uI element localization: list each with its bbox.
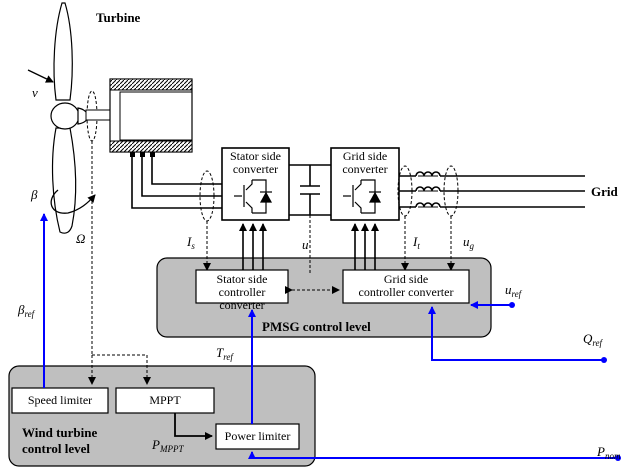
u-ref-label: uref xyxy=(505,282,522,299)
generator-rotor xyxy=(119,91,193,141)
q-ref-label: Qref xyxy=(583,331,603,348)
upper-blade xyxy=(53,2,73,101)
generator-top-hatch xyxy=(109,78,193,91)
speed-limiter-label: Speed limiter xyxy=(27,393,93,407)
hub xyxy=(50,102,80,130)
generator xyxy=(109,78,193,157)
pmsg-level-title: PMSG control level xyxy=(262,319,371,334)
grid-converter-box xyxy=(330,147,400,221)
stator-controller-box xyxy=(195,269,289,304)
gate-signal-arrows xyxy=(239,223,379,270)
stator-igbt-symbol xyxy=(234,179,273,214)
p-mppt-arrow xyxy=(174,413,213,440)
omega-label: Ω xyxy=(76,231,86,246)
power-limiter-box xyxy=(215,423,300,450)
mppt-box xyxy=(115,387,215,414)
grid-igbt-symbol xyxy=(343,179,382,214)
blue-signals xyxy=(40,213,618,459)
turbine-rotor xyxy=(50,2,89,234)
grid-label: Grid xyxy=(591,184,618,199)
omega-signal-path xyxy=(88,141,151,385)
measurement-arrows xyxy=(203,215,455,274)
grid-lines xyxy=(399,171,585,208)
i-s-label: Is xyxy=(187,234,195,251)
t-ref-label: Tref xyxy=(216,345,233,362)
turbine-label: Turbine xyxy=(96,10,141,25)
grid-controller-box xyxy=(342,269,470,304)
lower-blade xyxy=(51,127,77,234)
u-g-label: ug xyxy=(463,234,474,251)
beta-ref-label: βref xyxy=(18,302,35,319)
blue-dots xyxy=(509,302,621,461)
pitch-rotation-arrow xyxy=(50,189,96,214)
power-limiter-label: Power limiter xyxy=(224,429,291,443)
wind-arrow xyxy=(27,69,54,83)
stator-converter-box xyxy=(221,147,290,221)
generator-bottom-hatch xyxy=(109,140,193,153)
wind-speed-label: v xyxy=(32,85,38,100)
shaft xyxy=(85,109,112,121)
u-label: u xyxy=(302,237,309,252)
i-t-label: It xyxy=(413,234,420,251)
dc-link xyxy=(289,164,331,216)
p-mppt-label: PMPPT xyxy=(152,437,184,454)
p-nom-line xyxy=(248,451,618,459)
beta-label: β xyxy=(31,187,38,202)
mppt-label: MPPT xyxy=(149,393,181,407)
q-ref-line xyxy=(428,306,604,361)
stator-wires xyxy=(131,157,222,209)
speed-limiter-box xyxy=(11,387,109,414)
p-nom-label: Pnom xyxy=(597,444,621,461)
